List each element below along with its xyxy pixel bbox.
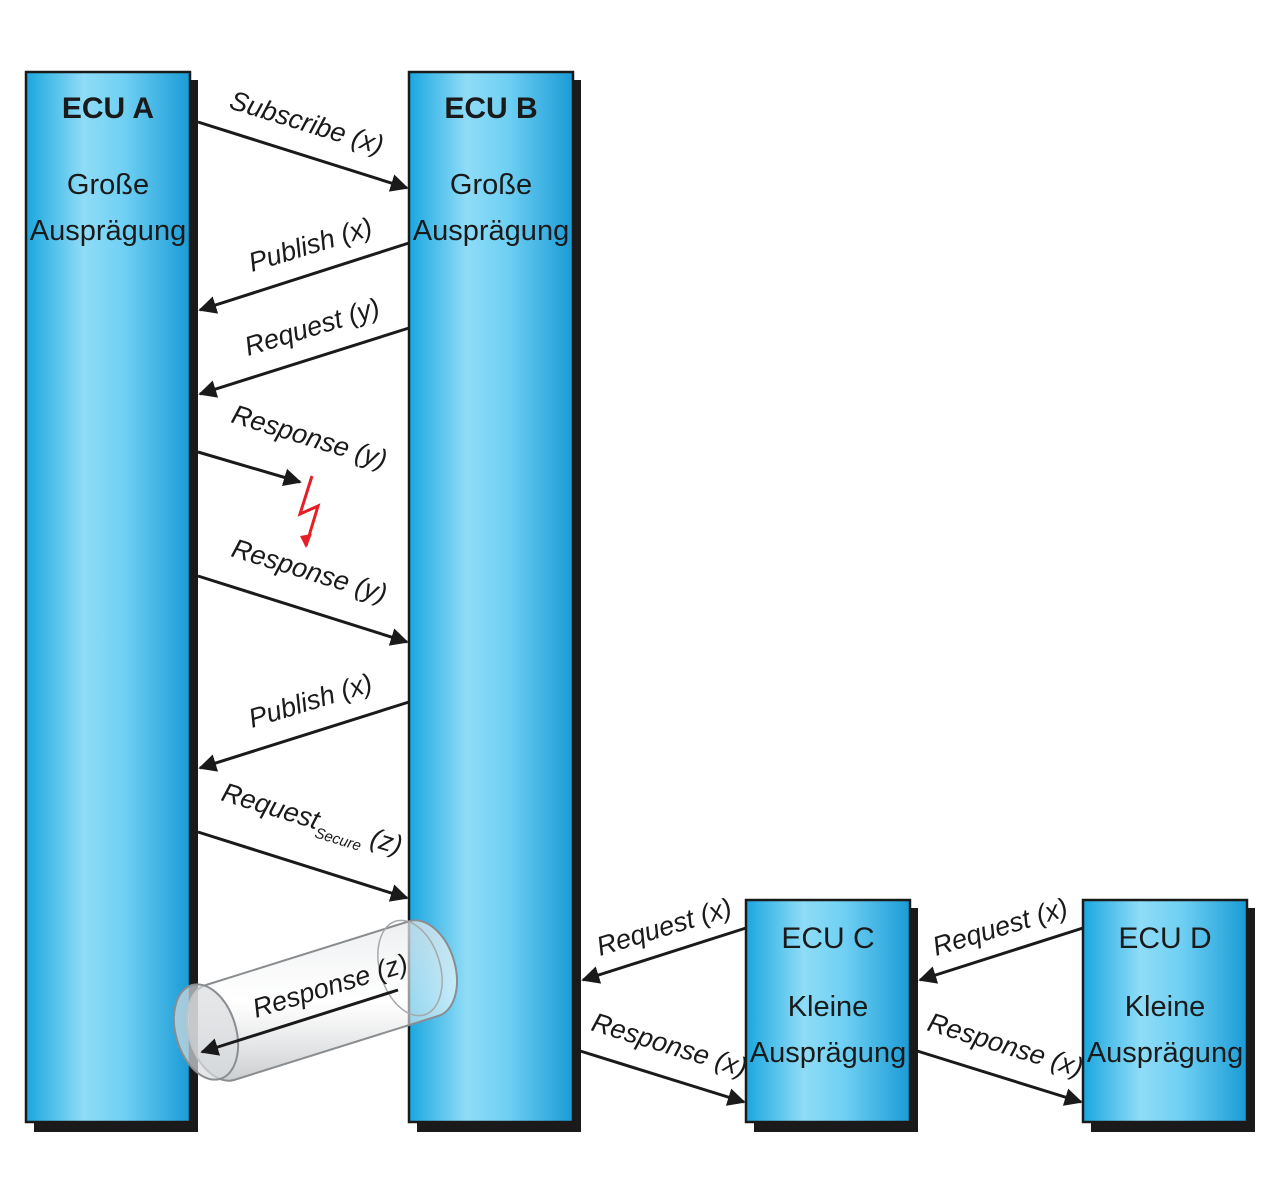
- ecu-a-line2: Ausprägung: [30, 215, 186, 247]
- response-x-cd-arrow: [913, 1048, 1083, 1106]
- ecu-c-line2: Ausprägung: [750, 1037, 906, 1069]
- request-secure-main: Request: [218, 777, 324, 836]
- ecu-d-line1: Kleine: [1125, 991, 1206, 1023]
- request-x-dc-arrow: [918, 926, 1084, 984]
- request-x-cb-arrow: [581, 926, 747, 984]
- request-secure-arg: (z): [360, 820, 406, 860]
- ecu-a-line1: Große: [67, 169, 149, 201]
- ecu-b-line1: Große: [450, 169, 532, 201]
- publish-arrow-2: [198, 700, 410, 772]
- ecu-b-line2: Ausprägung: [413, 215, 569, 247]
- fault-lightning-tip-icon: [300, 534, 312, 548]
- subscribe-arrow: [197, 120, 409, 192]
- ecu-a-title: ECU A: [62, 92, 154, 125]
- ecu-c-box: ECU C Kleine Ausprägung: [744, 898, 918, 1132]
- publish-arrow-1: [198, 241, 410, 314]
- response-x-cd-label: Response (x): [924, 1007, 1086, 1083]
- secure-tunnel: [172, 919, 458, 1082]
- ecu-c-title: ECU C: [781, 922, 874, 955]
- request-y-arrow: [198, 326, 410, 398]
- response-y-arrow-2: [197, 574, 409, 646]
- request-x-cb-label: Request (x): [593, 892, 735, 961]
- subscribe-label: Subscribe (x): [226, 85, 387, 160]
- request-secure-arrow: [197, 830, 409, 902]
- request-secure-sub: Secure: [313, 825, 363, 855]
- publish-label-1: Publish (x): [245, 212, 376, 278]
- fault-lightning-icon: [297, 475, 321, 547]
- response-z-arrow: [200, 988, 399, 1056]
- ecu-d-title: ECU D: [1118, 922, 1211, 955]
- request-y-label: Request (y): [241, 292, 383, 361]
- publish-label-2: Publish (x): [245, 668, 376, 734]
- response-y-arrow-lost: [197, 450, 302, 487]
- svg-text:RequestSecure (z): RequestSecure (z): [216, 777, 405, 866]
- response-x-bc-label: Response (x): [588, 1007, 750, 1083]
- request-x-dc-label: Request (x): [929, 892, 1071, 961]
- request-secure-label: RequestSecure (z): [216, 777, 406, 866]
- response-y-label-1: Response (y): [228, 399, 390, 475]
- ecu-d-line2: Ausprägung: [1087, 1037, 1243, 1069]
- response-x-bc-arrow: [576, 1048, 746, 1106]
- ecu-b-title: ECU B: [444, 92, 537, 125]
- ecu-d-box: ECU D Kleine Ausprägung: [1081, 898, 1255, 1132]
- response-y-label-2: Response (y): [228, 533, 390, 609]
- ecu-c-line1: Kleine: [788, 991, 869, 1023]
- ecu-a-lifeline: ECU A Große Ausprägung: [24, 70, 198, 1132]
